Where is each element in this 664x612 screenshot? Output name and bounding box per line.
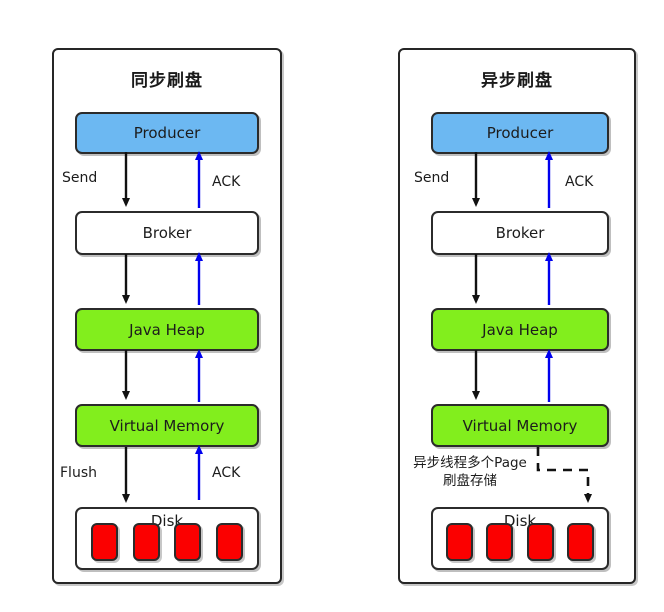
disk-cell	[446, 523, 474, 561]
node-disk: Disk	[75, 507, 259, 570]
node-java-heap: Java Heap	[75, 308, 259, 351]
disk-cell	[132, 523, 160, 561]
edge-label-send: Send	[62, 170, 98, 186]
node-disk: Disk	[431, 507, 609, 570]
panel-sync-flush: 同步刷盘 Producer Broker Java Heap Virtual M…	[52, 48, 282, 584]
panel-sync-title: 同步刷盘	[131, 71, 203, 91]
edge-label-ack-top: ACK	[565, 174, 594, 190]
disk-cell	[215, 523, 243, 561]
panel-async-title: 异步刷盘	[481, 71, 553, 91]
disk-cell-group	[433, 523, 607, 561]
disk-cell	[174, 523, 202, 561]
disk-cell-group	[77, 523, 257, 561]
edge-label-ack-top: ACK	[212, 174, 241, 190]
node-producer: Producer	[431, 112, 609, 154]
node-java-heap: Java Heap	[431, 308, 609, 351]
disk-cell	[91, 523, 119, 561]
edge-label-send: Send	[414, 170, 450, 186]
edge-label-ack-bottom: ACK	[212, 465, 241, 481]
node-virtual-memory: Virtual Memory	[75, 404, 259, 447]
async-flush-note: 异步线程多个Page 刷盘存储	[413, 455, 527, 490]
disk-cell	[526, 523, 554, 561]
panel-async-flush: 异步刷盘 Producer Broker Java Heap Virtual M…	[398, 48, 636, 584]
disk-cell	[486, 523, 514, 561]
node-broker: Broker	[431, 211, 609, 255]
disk-cell	[566, 523, 594, 561]
node-virtual-memory: Virtual Memory	[431, 404, 609, 447]
edge-label-flush: Flush	[60, 465, 97, 481]
node-broker: Broker	[75, 211, 259, 255]
node-producer: Producer	[75, 112, 259, 154]
